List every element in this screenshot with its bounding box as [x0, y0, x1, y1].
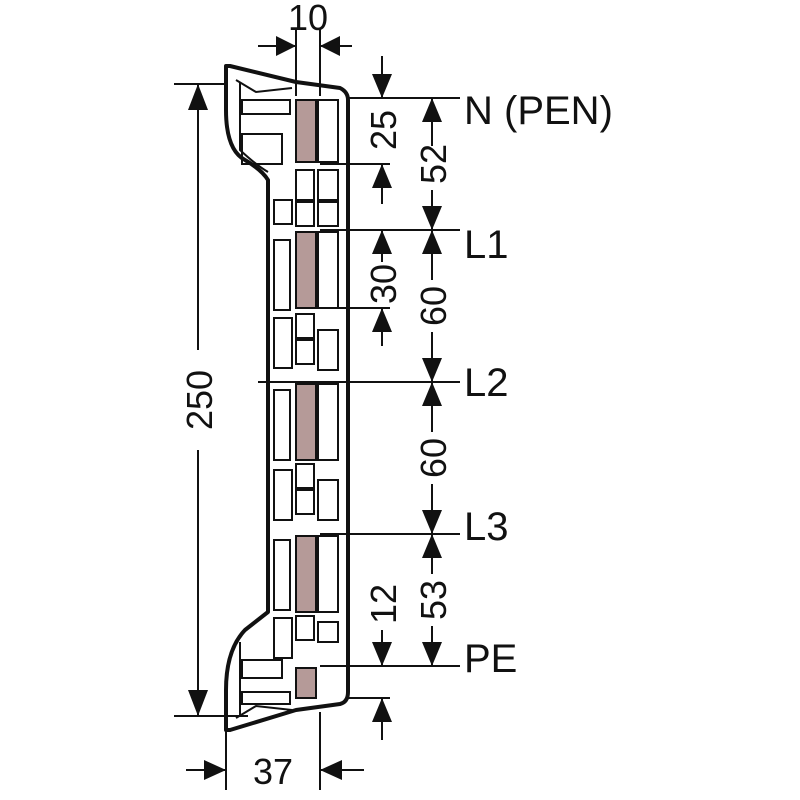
dim-overall-height-value: 250: [179, 370, 220, 430]
cell: [273, 617, 293, 659]
cell: [273, 199, 293, 225]
dim-l1-segment: 30: [363, 230, 404, 346]
cell: [317, 169, 339, 201]
cell: [273, 469, 293, 521]
cell: [295, 489, 315, 515]
dim-n-to-l1: 52: [413, 98, 454, 230]
dim-bottom-width-value: 37: [253, 751, 293, 792]
arrow-up: [188, 84, 208, 110]
carrier-body: [224, 64, 350, 732]
cell: [273, 539, 291, 611]
top-slot-2: [241, 133, 283, 165]
arrow-right: [204, 760, 226, 780]
label-n-pen: N (PEN): [464, 89, 613, 133]
busbar-l2: [295, 383, 317, 461]
cell: [295, 169, 315, 201]
cell: [273, 389, 291, 461]
cell: [295, 463, 315, 489]
arrow-left: [320, 36, 340, 56]
bottom-slot-2: [241, 691, 291, 705]
arrow-left: [320, 760, 342, 780]
cell: [317, 621, 339, 643]
cell: [295, 313, 315, 339]
dim-n-offset-value: 25: [363, 110, 404, 150]
busbar-l3: [295, 535, 317, 613]
top-wedge: [235, 79, 293, 94]
cell: [317, 383, 339, 461]
top-slot-1: [241, 99, 291, 115]
cell: [295, 201, 315, 227]
cell: [317, 201, 339, 227]
dim-pe-offset-value: 12: [363, 584, 404, 624]
cell: [273, 317, 293, 369]
dim-l3-to-pe: 53: [413, 534, 454, 666]
dim-l2-to-l3: 60: [413, 382, 454, 534]
cell: [295, 615, 315, 641]
dim-n-to-l1-value: 52: [413, 144, 454, 184]
arrow-right: [276, 36, 296, 56]
carrier-inner-contour: [239, 82, 269, 716]
carrier-outline: [224, 64, 350, 732]
bottom-wedge: [235, 704, 293, 719]
reference-lines: [174, 28, 460, 790]
dim-bottom-width: 37: [186, 751, 364, 792]
cell: [317, 479, 339, 521]
bottom-slot-1: [241, 659, 283, 679]
dim-pe-offset: 12: [363, 584, 404, 740]
cell: [317, 99, 339, 163]
dim-l2-to-l3-value: 60: [413, 438, 454, 478]
busbar-l1: [295, 231, 317, 309]
cell: [317, 329, 339, 371]
busbar-n: [295, 99, 317, 163]
conductor-labels: N (PEN) L1 L2 L3 PE: [464, 89, 613, 681]
dim-n-offset: 25: [363, 56, 404, 204]
label-pe: PE: [464, 637, 517, 681]
dim-l1-to-l2-value: 60: [413, 286, 454, 326]
dim-top-width-value: 10: [288, 0, 328, 38]
cell: [295, 339, 315, 365]
busbar-pe: [295, 667, 317, 699]
label-l2: L2: [464, 361, 509, 405]
carrier-cells: [273, 99, 339, 659]
dim-top-width: 10: [258, 0, 352, 56]
dim-l3-to-pe-value: 53: [413, 580, 454, 620]
label-l3: L3: [464, 505, 509, 549]
cell: [273, 239, 291, 311]
dim-l1-segment-value: 30: [363, 264, 404, 304]
label-l1: L1: [464, 223, 509, 267]
dim-l1-to-l2: 60: [413, 230, 454, 382]
cell: [317, 535, 339, 613]
arrow-down: [188, 690, 208, 716]
dim-overall-height: 250: [179, 84, 220, 716]
cell: [317, 231, 339, 309]
